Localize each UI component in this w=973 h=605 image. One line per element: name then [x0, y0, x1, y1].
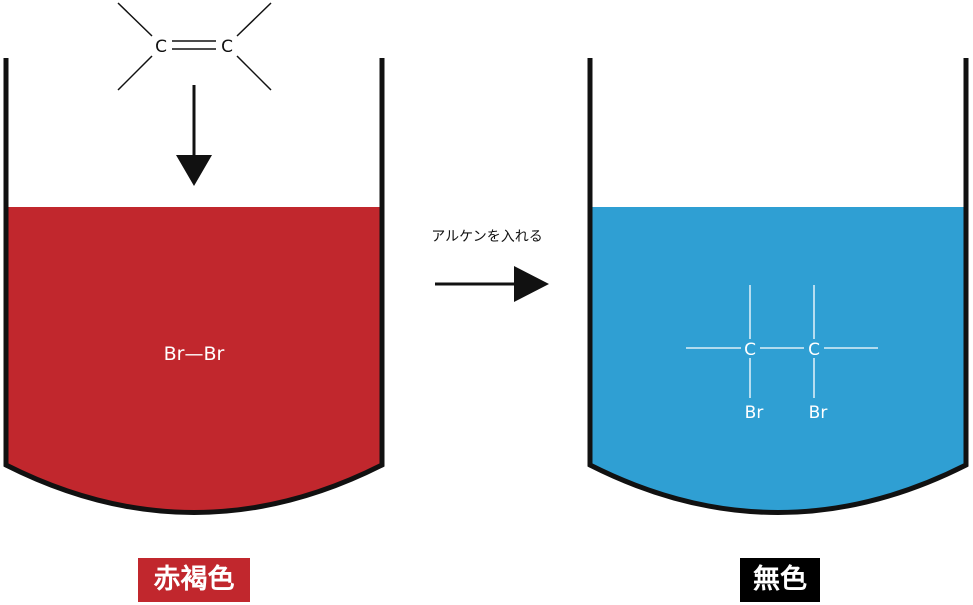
alkene-carbon-2: C — [221, 37, 233, 57]
reaction-label: アルケンを入れる — [431, 229, 542, 245]
red-brown-label: 赤褐色 — [138, 558, 250, 602]
product-carbon-2: C — [808, 340, 820, 360]
blue-liquid — [590, 207, 966, 513]
colorless-label: 無色 — [740, 558, 820, 602]
left-beaker-wall — [3, 58, 385, 515]
product-carbon-1: C — [744, 340, 756, 360]
alkene-bond-lower-left — [117, 55, 153, 91]
right-beaker-wall — [587, 58, 969, 515]
alkene-carbon-1: C — [155, 37, 167, 57]
right-beaker: C C Br Br — [587, 58, 969, 515]
alkene-bond-lower-right — [236, 55, 272, 91]
alkene-structure: C C — [117, 2, 272, 91]
left-beaker: Br—Br — [3, 58, 385, 515]
alkene-bond-upper-left — [117, 2, 153, 37]
right-arrow-icon — [435, 266, 549, 302]
reaction-step: アルケンを入れる — [431, 229, 549, 302]
bromine-molecule: Br—Br — [164, 343, 225, 365]
alkene-bond-upper-right — [236, 2, 272, 37]
product-bromine-1: Br — [745, 403, 764, 423]
dibromoalkane-structure: C C Br Br — [686, 285, 878, 423]
product-bromine-2: Br — [809, 403, 828, 423]
red-liquid — [6, 207, 382, 513]
down-arrow-icon — [176, 85, 212, 186]
